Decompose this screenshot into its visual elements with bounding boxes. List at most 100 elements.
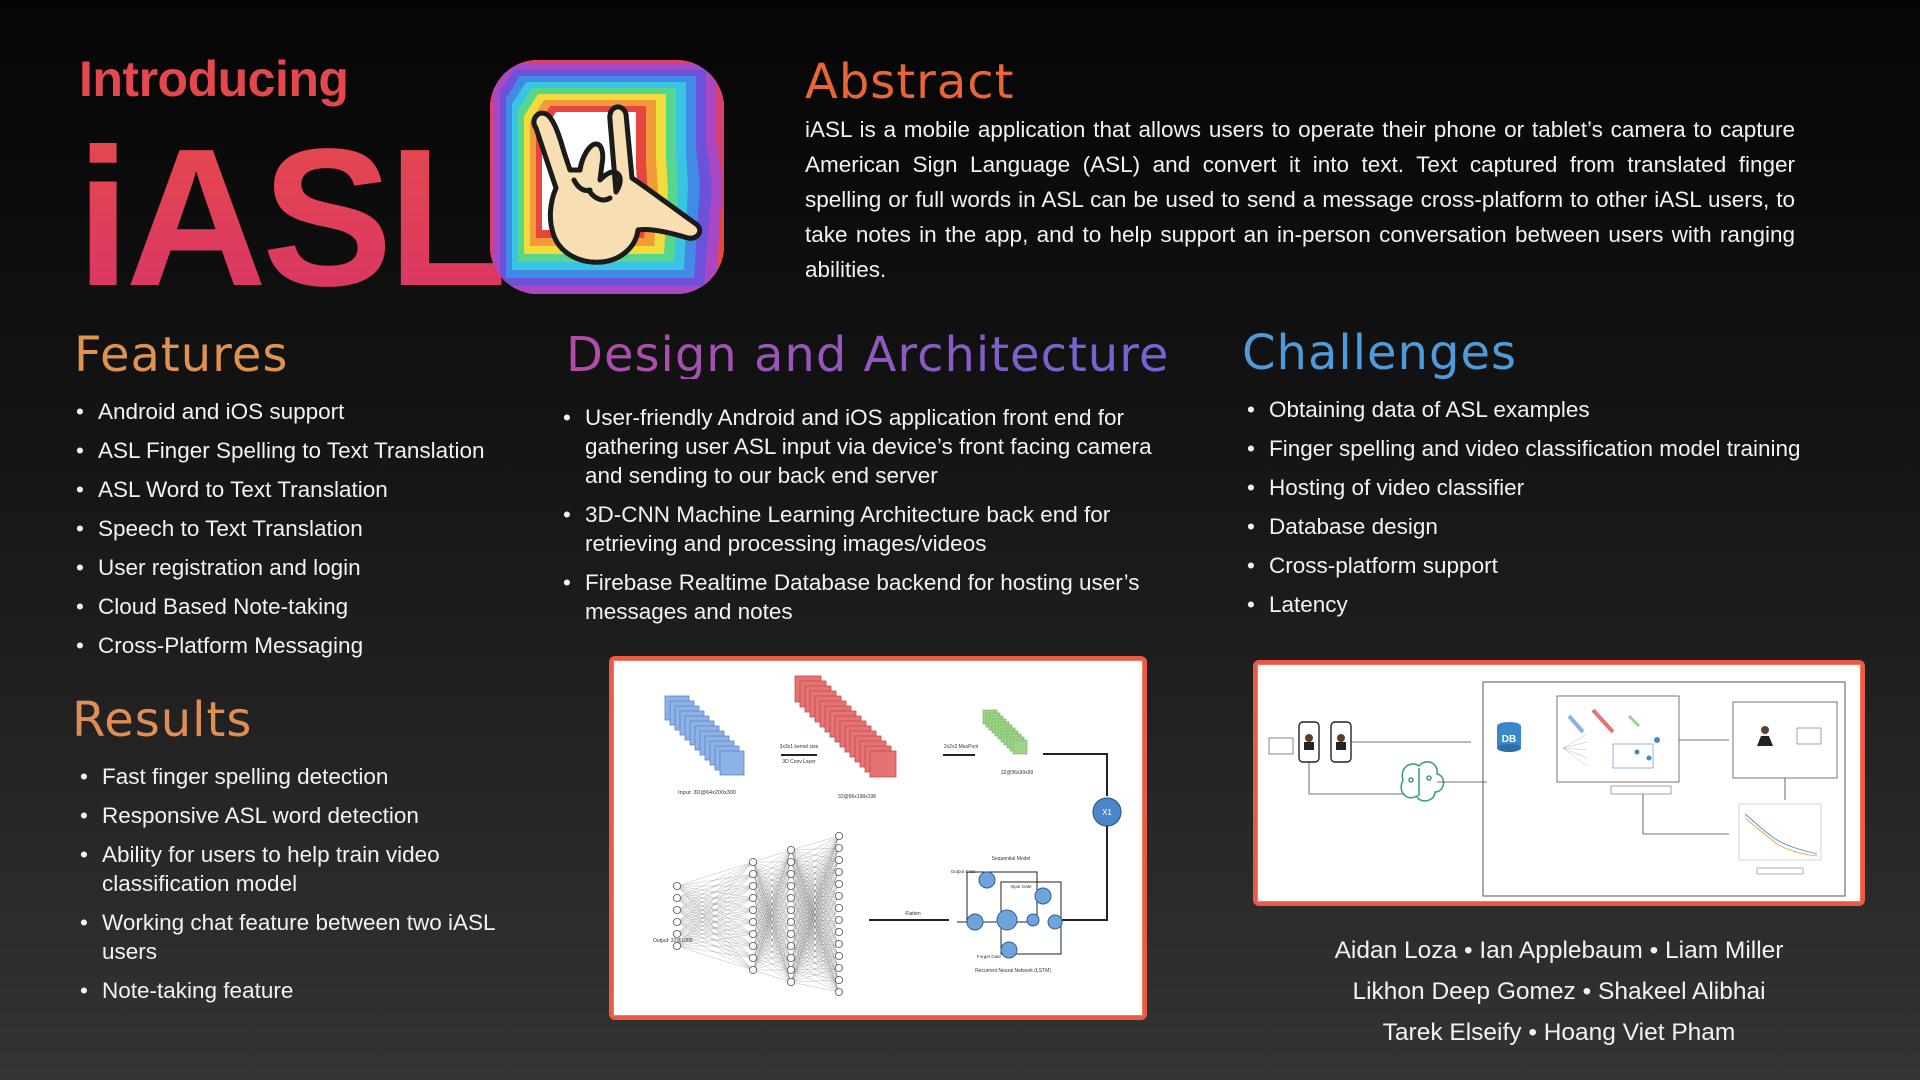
design-heading: Design and Architecture [566,327,1170,383]
model-box [1556,695,1680,783]
neuron-node [786,917,795,926]
list-item: Obtaining data of ASL examples [1247,395,1867,424]
x1-label: X1 [1102,808,1112,817]
kernel-label: 3x3x1 kernel size [780,744,819,750]
input-label: Input: 3D@64x200x300 [678,790,736,796]
signer-icon [1757,726,1773,746]
neuron-node [834,903,843,912]
authors-line: Aidan Loza • Ian Applebaum • Liam Miller [1334,937,1784,964]
list-item: ASL Word to Text Translation [76,475,556,504]
list-item: Hosting of video classifier [1247,473,1867,502]
cnn-architecture-figure: Input: 3D@64x200x300 3x3x1 kernel size 3… [609,656,1147,1020]
neuron-node [786,929,795,938]
loss-chart [1738,803,1822,861]
list-item: Cloud Based Note-taking [76,592,556,621]
list-item: Android and iOS support [76,397,556,426]
neuron-node [834,927,843,936]
neuron-node [748,917,757,926]
abstract-heading: Abstract [805,54,1015,110]
neuron-node [748,965,757,974]
neuron-node [786,905,795,914]
challenges-list: Obtaining data of ASL examples Finger sp… [1247,395,1867,629]
neuron-node [834,939,843,948]
neuron-node [786,893,795,902]
neuron-node [673,941,682,950]
list-item: Working chat feature between two iASL us… [80,908,540,966]
conv-output-label: 32@96x198x198 [838,794,876,800]
neuron-node [673,905,682,914]
neuron-node [834,879,843,888]
neuron-node [786,965,795,974]
neuron-node [748,941,757,950]
output-label: Output: 32@1000 [653,938,693,944]
brain-icon [1400,761,1445,802]
pool-layer-stack [982,709,1028,755]
authors: Aidan Loza • Ian Applebaum • Liam Miller… [1253,930,1865,1053]
list-item: User registration and login [76,553,556,582]
output-box [1732,701,1838,779]
list-item: Speech to Text Translation [76,514,556,543]
list-item: Database design [1247,512,1867,541]
neuron-node [673,893,682,902]
neuron-node [834,975,843,984]
neuron-node [748,953,757,962]
list-item: Cross-Platform Messaging [76,631,556,660]
authors-line: Likhon Deep Gomez • Shakeel Alibhai [1352,978,1766,1005]
abstract-text: iASL is a mobile application that allows… [805,117,1795,282]
list-item: Fast finger spelling detection [80,762,540,791]
neuron-node [748,869,757,878]
neuron-node [786,845,795,854]
input-gate-label: Input Gate [1010,884,1032,889]
features-list: Android and iOS support ASL Finger Spell… [76,397,556,670]
system-architecture-figure: DB [1253,660,1865,906]
neuron-node [786,881,795,890]
authors-line: Tarek Elseify • Hoang Viet Pham [1382,1019,1736,1046]
neuron-node [786,857,795,866]
features-heading: Features [74,327,289,383]
intro-label: Introducing [79,51,349,107]
neuron-node [673,929,682,938]
neuron-node [748,881,757,890]
neuron-node [834,915,843,924]
neuron-node [748,857,757,866]
neuron-node [834,891,843,900]
results-list: Fast finger spelling detection Responsiv… [80,762,540,1015]
neuron-node [786,953,795,962]
neuron-node [834,831,843,840]
list-item: User-friendly Android and iOS applicatio… [563,403,1193,490]
phone-icon [1330,721,1352,763]
list-item: Latency [1247,590,1867,619]
sequential-model-label: Sequential Model [992,856,1031,862]
list-item: Note-taking feature [80,976,540,1005]
results-heading: Results [72,692,253,748]
user-input-box [1268,737,1294,755]
neuron-node [786,977,795,986]
neuron-node [834,963,843,972]
cnn-diagram: Input: 3D@64x200x300 3x3x1 kernel size 3… [653,675,1122,996]
neuron-node [786,869,795,878]
db-label: DB [1502,734,1516,745]
conv-layer-stack [794,675,897,778]
challenges-heading: Challenges [1242,325,1517,381]
neuron-node [834,867,843,876]
list-item: 3D-CNN Machine Learning Architecture bac… [563,500,1193,558]
neuron-node [673,917,682,926]
neuron-node [834,951,843,960]
neuron-node [834,843,843,852]
pool-label: 2x2x2 MaxPool [944,744,978,750]
flatten-label: Flatten [905,911,921,917]
neuron-node [673,881,682,890]
neuron-node [748,929,757,938]
forget-gate-label: Forget Gate [977,954,1002,959]
list-item: Ability for users to help train video cl… [80,840,540,898]
server-box [1482,681,1846,897]
neuron-node [834,987,843,996]
neuron-node [786,941,795,950]
app-icon [490,60,724,294]
rnn-label: Recurrent Neural Network (LSTM) [975,968,1051,974]
neuron-node [834,855,843,864]
list-item: Responsive ASL word detection [80,801,540,830]
list-item: ASL Finger Spelling to Text Translation [76,436,556,465]
list-item: Cross-platform support [1247,551,1867,580]
design-list: User-friendly Android and iOS applicatio… [563,403,1193,636]
